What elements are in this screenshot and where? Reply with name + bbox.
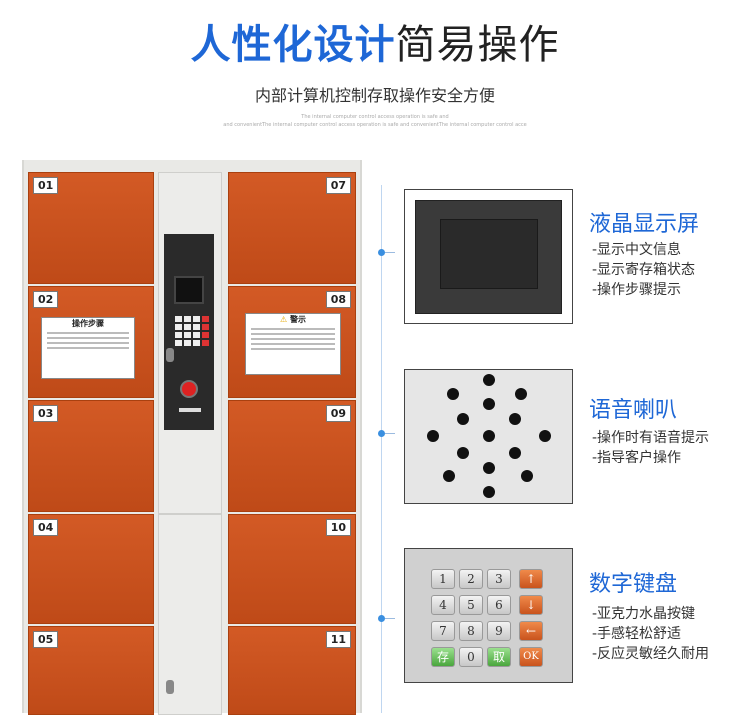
locker-door-04: 04 <box>28 514 154 624</box>
connector-dot <box>378 430 385 437</box>
door-number: 05 <box>33 631 59 648</box>
connector-tick <box>385 618 395 619</box>
feature-item: -手感轻松舒适 <box>592 626 682 642</box>
feature-item: -操作时有语音提示 <box>592 430 710 446</box>
connector-tick <box>385 252 395 253</box>
connector-line <box>381 185 382 713</box>
ticket-slot <box>179 408 201 412</box>
fine-print-2: and convenientThe internal computer cont… <box>223 122 527 128</box>
lcd-screen-small <box>174 276 204 304</box>
key: 8 <box>459 621 483 641</box>
key: 存 <box>431 647 455 667</box>
title-rest: 简易操作 <box>395 22 560 68</box>
key: ← <box>519 621 543 641</box>
feature-item: -指导客户操作 <box>592 450 682 466</box>
door-number: 07 <box>325 177 351 194</box>
page-title: 人性化设计简易操作 <box>0 12 750 70</box>
feature-title-lcd: 液晶显示屏 <box>589 212 700 237</box>
key: 3 <box>487 569 511 589</box>
door-number: 11 <box>325 631 351 648</box>
speaker-icon <box>405 370 572 503</box>
door-number: 02 <box>33 291 59 308</box>
feature-list-lcd: -显示中文信息 -显示寄存箱状态 -操作步骤提示 <box>592 240 695 300</box>
locker-door-10: 10 <box>228 514 356 624</box>
feature-list-speaker: -操作时有语音提示 -指导客户操作 <box>592 428 709 468</box>
door-number: 10 <box>325 519 351 536</box>
feature-item: -显示中文信息 <box>592 242 682 258</box>
locker-door-01: 01 <box>28 172 154 284</box>
locker-door-02: 02 操作步骤 <box>28 286 154 398</box>
locker-cabinet: 01 02 操作步骤 03 04 05 07 08 ⚠ <box>22 160 362 715</box>
speaker-feature-image <box>404 369 573 504</box>
door-number: 08 <box>325 291 351 308</box>
connector-dot <box>378 249 385 256</box>
locker-door-03: 03 <box>28 400 154 512</box>
door-number: 09 <box>325 405 351 422</box>
key: ↑ <box>519 569 543 589</box>
key: 6 <box>487 595 511 615</box>
key: 7 <box>431 621 455 641</box>
keypad-feature-image: 1 2 3 ↑ 4 5 6 ↓ 7 8 9 ← 存 0 取 OK <box>404 548 573 683</box>
key: 9 <box>487 621 511 641</box>
connector-dot <box>378 615 385 622</box>
steps-card-title: 操作步骤 <box>72 319 104 328</box>
feature-item: -反应灵敏经久耐用 <box>592 646 710 662</box>
warning-card: ⚠ 警示 <box>245 313 341 375</box>
feature-item: -显示寄存箱状态 <box>592 262 696 278</box>
lcd-frame <box>415 200 562 314</box>
lock-icon <box>166 348 174 362</box>
door-number: 03 <box>33 405 59 422</box>
key: OK <box>519 647 543 667</box>
lcd-screen-icon <box>440 219 538 289</box>
locker-door-05: 05 <box>28 626 154 715</box>
door-number: 04 <box>33 519 59 536</box>
feature-item: -操作步骤提示 <box>592 282 682 298</box>
lock-icon <box>166 680 174 694</box>
key: 2 <box>459 569 483 589</box>
keypad-icon: 1 2 3 ↑ 4 5 6 ↓ 7 8 9 ← 存 0 取 OK <box>405 549 572 682</box>
door-number: 01 <box>33 177 59 194</box>
feature-item: -亚克力水晶按键 <box>592 606 696 622</box>
feature-list-keypad: -亚克力水晶按键 -手感轻松舒适 -反应灵敏经久耐用 <box>592 604 709 664</box>
steps-card: 操作步骤 <box>41 317 135 379</box>
title-highlight: 人性化设计 <box>190 22 396 68</box>
feature-title-keypad: 数字键盘 <box>589 572 678 597</box>
key: 4 <box>431 595 455 615</box>
key: 1 <box>431 569 455 589</box>
keypad-small <box>175 316 209 346</box>
key: 0 <box>459 647 483 667</box>
warning-card-title: ⚠ 警示 <box>280 315 306 324</box>
key: 5 <box>459 595 483 615</box>
locker-door-07: 07 <box>228 172 356 284</box>
locker-door-11: 11 <box>228 626 356 715</box>
key: ↓ <box>519 595 543 615</box>
key: 取 <box>487 647 511 667</box>
warning-icon: ⚠ <box>280 315 288 324</box>
feature-title-speaker: 语音喇叭 <box>589 398 678 423</box>
red-button-icon <box>180 380 198 398</box>
connector-tick <box>385 433 395 434</box>
page-subtitle: 内部计算机控制存取操作安全方便 <box>254 86 495 105</box>
control-panel <box>164 234 214 430</box>
locker-door-09: 09 <box>228 400 356 512</box>
lcd-feature-image <box>404 189 573 324</box>
locker-door-08: 08 ⚠ 警示 <box>228 286 356 398</box>
fine-print-1: The internal computer control access ope… <box>301 114 449 120</box>
